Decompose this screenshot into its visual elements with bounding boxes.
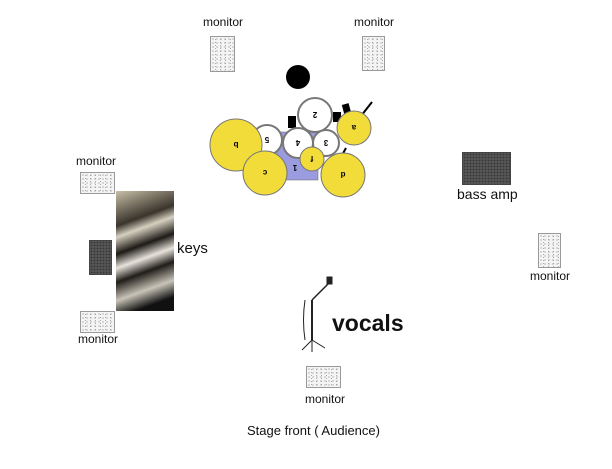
bass-amp-label: bass amp xyxy=(457,186,518,202)
vocals-label: vocals xyxy=(332,310,404,336)
keyboard-photo xyxy=(116,191,174,311)
monitor-label-keys-bottom: monitor xyxy=(78,332,119,346)
monitor-keys-top xyxy=(80,172,115,194)
label-3: 3 xyxy=(323,138,328,147)
bass-amp xyxy=(462,152,511,185)
keys-label: keys xyxy=(177,240,208,257)
mic-stand-icon xyxy=(301,276,333,352)
keys-amp xyxy=(89,240,112,275)
cymbal-c xyxy=(242,150,288,196)
label-a: a xyxy=(351,123,356,132)
monitor-label-front: monitor xyxy=(305,392,346,406)
cymbal-f xyxy=(299,146,325,172)
stage-front-label: Stage front ( Audience) xyxy=(247,423,380,438)
monitor-top-right xyxy=(362,36,385,71)
monitor-label-keys-top: monitor xyxy=(76,154,117,168)
label-c: c xyxy=(262,168,267,177)
label-5: 5 xyxy=(264,135,269,144)
tom-2 xyxy=(297,97,333,133)
monitor-label-top-right: monitor xyxy=(354,15,395,29)
cymbal-a xyxy=(336,110,372,146)
drum-throne xyxy=(286,65,310,89)
cymbal-d xyxy=(320,152,366,198)
monitor-label-top-left: monitor xyxy=(203,15,244,29)
label-b: b xyxy=(233,140,238,149)
label-d: d xyxy=(340,170,345,179)
monitor-keys-bottom xyxy=(80,311,115,333)
label-4: 4 xyxy=(295,138,300,147)
label-f: f xyxy=(310,154,313,163)
monitor-top-left xyxy=(210,36,235,72)
label-1: 1 xyxy=(292,163,297,172)
monitor-right xyxy=(538,233,561,268)
label-2: 2 xyxy=(312,110,317,119)
monitor-label-right: monitor xyxy=(530,269,571,283)
monitor-front xyxy=(306,366,341,388)
